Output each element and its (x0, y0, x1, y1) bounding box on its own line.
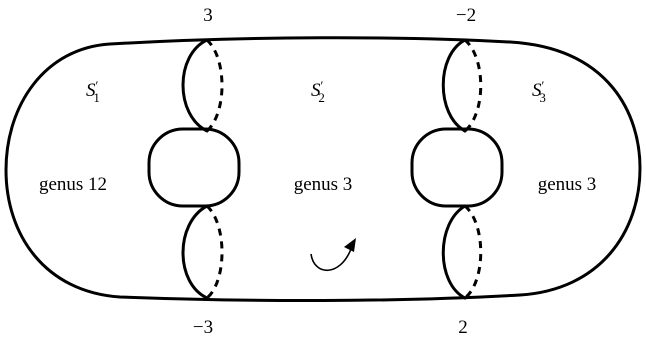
region-label-2: S′2 (311, 78, 325, 105)
cut-curve-top-left-solid (181, 38, 209, 133)
region-label-1: S′1 (86, 78, 100, 105)
cut-curve-bottom-right-solid (441, 204, 467, 300)
cut-curve-top-right-solid (441, 38, 467, 133)
boundary-label-top-right: −2 (456, 5, 476, 26)
boundary-label-top-left: 3 (203, 5, 213, 26)
region-label-3: S′3 (532, 78, 546, 105)
left-handle-hole (147, 127, 241, 208)
genus-label-left: genus 12 (39, 174, 107, 195)
boundary-label-bottom-left: −3 (193, 317, 213, 338)
boundary-label-bottom-right: 2 (458, 317, 468, 338)
cut-curve-bottom-right-dashed (463, 204, 483, 300)
cut-curve-bottom-left-dashed (205, 204, 224, 300)
cut-curve-bottom-left-solid (181, 204, 209, 300)
right-handle-hole (410, 127, 504, 208)
cut-curve-top-right-dashed (463, 38, 483, 133)
genus-label-middle: genus 3 (294, 174, 353, 195)
cut-curve-top-left-dashed (205, 38, 224, 133)
orientation-arrow-icon (310, 238, 356, 271)
genus-label-right: genus 3 (538, 174, 597, 195)
